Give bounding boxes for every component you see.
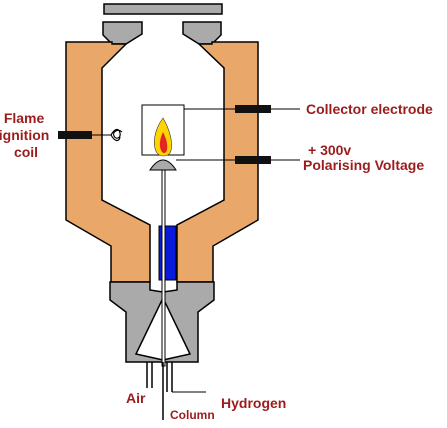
base-left — [109, 281, 164, 363]
flame-icon — [154, 117, 172, 157]
polarising-voltage-label: Polarising Voltage — [303, 157, 424, 173]
top-plate — [103, 3, 223, 15]
column-label: Column — [170, 408, 215, 422]
collector-electrode-rod — [235, 105, 271, 113]
collector-electrode-label: Collector electrode — [306, 101, 433, 117]
left-top-cap — [102, 21, 143, 45]
hydrogen-label: Hydrogen — [221, 395, 286, 411]
ignition-coil-label: Flame ignition coil — [0, 110, 53, 160]
ignition-coil-label-line2: ignition — [0, 127, 49, 143]
right-top-cap — [182, 21, 222, 45]
jet-tube — [161, 169, 166, 367]
voltage-value-label: + 300v — [308, 142, 351, 158]
base-right — [162, 281, 215, 363]
ignition-coil-label-line3: coil — [14, 144, 38, 160]
polarising-electrode-rod — [235, 156, 271, 164]
ignition-coil-rod — [58, 131, 92, 139]
ignition-coil-label-line1: Flame — [4, 110, 45, 126]
coil-icon — [110, 128, 123, 142]
housing-right — [176, 41, 259, 283]
jet-tip — [149, 159, 177, 171]
air-label: Air — [126, 390, 146, 406]
housing-left — [65, 41, 151, 283]
